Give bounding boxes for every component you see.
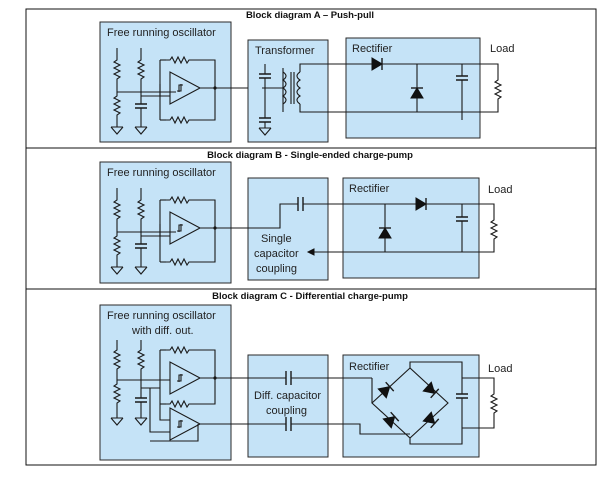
panel-a-rectifier-circuit	[346, 57, 502, 120]
panel-a-oscillator-label: Free running oscillator	[107, 27, 216, 39]
panel-c-rectifier-block	[342, 354, 480, 458]
panel-c-oscillator-line2: with diff. out.	[131, 325, 194, 337]
panel-c-coupling-block	[247, 354, 329, 458]
panel-c-oscillator-circuit	[110, 340, 248, 442]
panel-b-rectifier-label: Rectifier	[349, 183, 390, 195]
panel-c-rectifier-label: Rectifier	[349, 361, 390, 373]
panel-c-frame	[25, 288, 597, 466]
panel-b-title: Block diagram B - Single-ended charge-pu…	[207, 150, 413, 161]
panel-a-transformer-block	[247, 39, 329, 143]
panel-c-coupling-line2: coupling	[266, 405, 307, 417]
panel-b-oscillator-label: Free running oscillator	[107, 167, 216, 179]
panel-a-transformer-circuit	[258, 63, 346, 136]
panel-b-coupling-line1: Single	[261, 233, 292, 245]
panel-c-coupling-line1: Diff. capacitor	[254, 390, 321, 402]
panel-c-load-label: Load	[488, 363, 512, 375]
panel-c-coupling-circuit	[248, 370, 343, 432]
panel-b-rectifier-circuit	[343, 197, 498, 253]
panel-b-coupling-line3: coupling	[256, 263, 297, 275]
panel-c-oscillator-block	[99, 304, 232, 461]
panel-c-title: Block diagram C - Differential charge-pu…	[212, 291, 408, 302]
panel-a-rectifier-label: Rectifier	[352, 43, 393, 55]
panel-a-transformer-label: Transformer	[255, 45, 315, 57]
panel-c-rectifier-circuit	[343, 361, 498, 445]
panel-b-coupling-circuit	[248, 196, 343, 256]
panel-a-load-label: Load	[490, 43, 514, 55]
panel-b-coupling-block	[247, 177, 329, 281]
panel-b-coupling-line2: capacitor	[254, 248, 299, 260]
panel-b-oscillator-circuit	[110, 188, 248, 275]
panel-b-rectifier-block	[342, 177, 480, 279]
panel-a-title: Block diagram A – Push-pull	[246, 10, 374, 21]
panel-b-load-label: Load	[488, 184, 512, 196]
panel-b-oscillator-block	[99, 161, 232, 284]
panel-a-oscillator-circuit	[110, 48, 248, 135]
panel-a-oscillator-block	[99, 21, 232, 143]
panel-c-oscillator-line1: Free running oscillator	[107, 310, 216, 322]
